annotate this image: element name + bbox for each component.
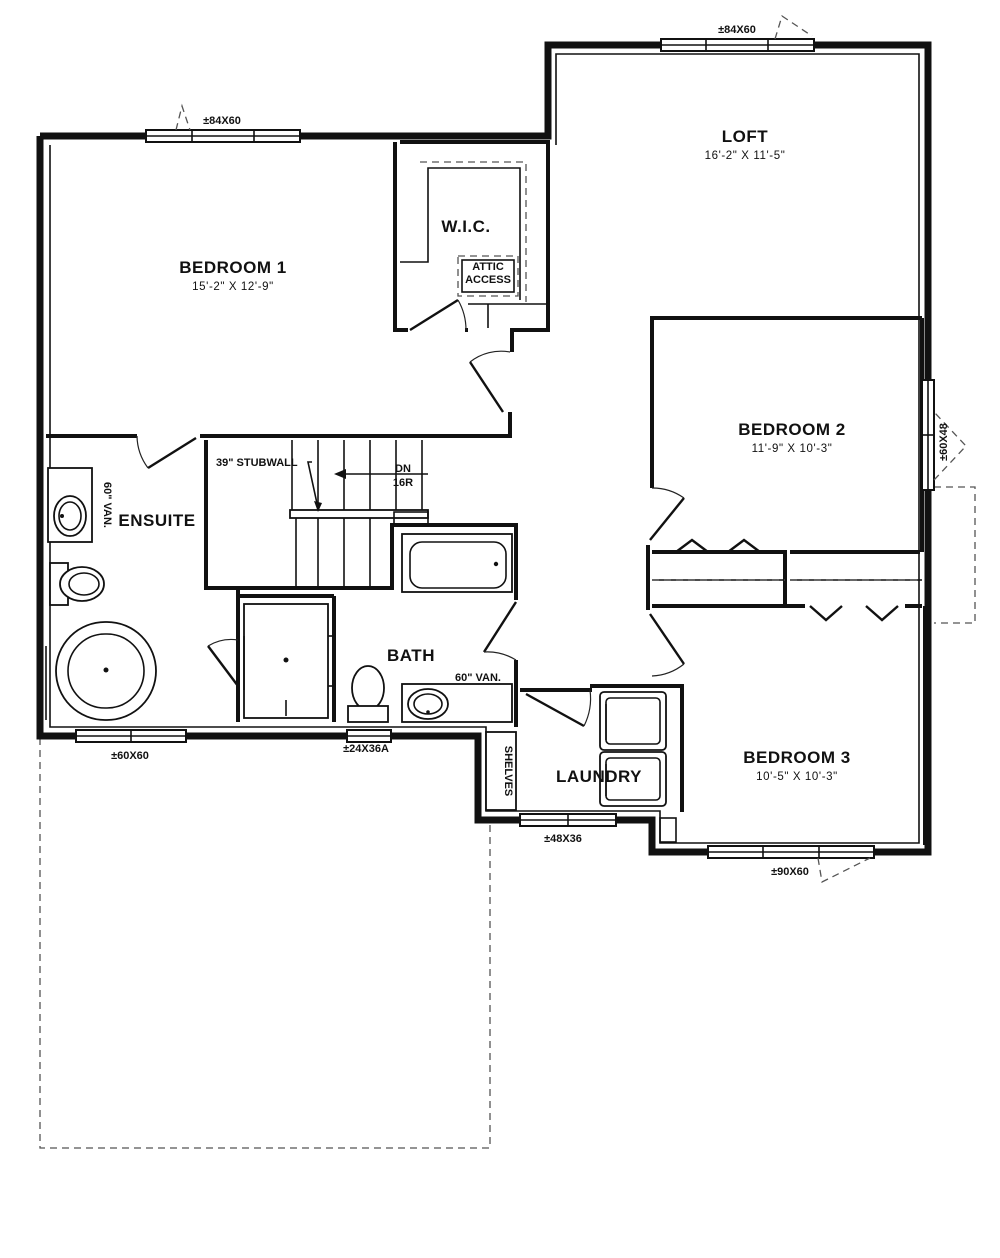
lower-floor-outline xyxy=(39,486,976,1149)
interior-walls xyxy=(46,140,927,845)
doors xyxy=(136,298,899,728)
dryer-icon xyxy=(599,751,667,807)
bath-toilet-icon xyxy=(347,665,389,723)
room-name-bath: BATH xyxy=(387,646,435,665)
bath-vanity-label: 60" VAN. xyxy=(455,672,501,684)
stair-treads-upper xyxy=(291,440,423,512)
windows xyxy=(75,14,967,883)
stair-risers-label: 16R xyxy=(393,477,413,489)
room-labels: BEDROOM 1 15'-2" X 12'-9" LOFT 16'-2" X … xyxy=(118,127,850,786)
window-label-bedroom1: ±84X60 xyxy=(203,115,241,127)
room-size-loft: 16'-2" X 11'-5" xyxy=(705,150,786,162)
stair-treads-lower xyxy=(295,518,371,588)
window-label-bedroom3: ±90X60 xyxy=(771,866,809,878)
shelves-label: SHELVES xyxy=(502,746,514,797)
window-loft xyxy=(660,38,815,52)
attic-access-label-line2: ACCESS xyxy=(465,274,511,286)
wic-shelving xyxy=(400,161,548,328)
bathtub-icon xyxy=(401,533,513,593)
room-name-ensuite: ENSUITE xyxy=(118,511,195,530)
room-name-bedroom1: BEDROOM 1 xyxy=(179,258,286,277)
window-label-bath: ±24X36A xyxy=(343,743,389,755)
room-name-laundry: LAUNDRY xyxy=(556,767,642,786)
ensuite-fixtures xyxy=(45,467,157,721)
washer-icon xyxy=(599,691,667,751)
window-bedroom1 xyxy=(145,129,301,143)
room-size-bedroom1: 15'-2" X 12'-9" xyxy=(192,281,274,293)
stubwall-label: 39" STUBWALL xyxy=(216,457,298,469)
ensuite-vanity-label: 60" VAN. xyxy=(101,482,113,528)
freestanding-tub-icon xyxy=(55,621,157,721)
ensuite-toilet-icon xyxy=(49,562,105,606)
room-name-bedroom2: BEDROOM 2 xyxy=(738,420,845,439)
room-name-loft: LOFT xyxy=(722,127,768,146)
staircase xyxy=(289,440,429,588)
shelves xyxy=(485,731,517,811)
attic-access-label-line1: ATTIC xyxy=(472,261,504,273)
window-label-ensuite: ±60X60 xyxy=(111,750,149,762)
stair-down-label: DN xyxy=(395,463,411,475)
shower-enclosure xyxy=(243,603,334,719)
window-label-bedroom2: ±60X48 xyxy=(938,423,950,461)
window-labels: ±84X60 ±84X60 ±60X48 ±60X60 ±24X36A ±48X… xyxy=(111,24,950,878)
room-size-bedroom2: 11'-9" X 10'-3" xyxy=(752,443,833,455)
bath-fixtures xyxy=(347,533,513,723)
window-label-loft: ±84X60 xyxy=(718,24,756,36)
room-name-bedroom3: BEDROOM 3 xyxy=(743,748,850,767)
window-bedroom3 xyxy=(707,845,875,859)
window-laundry xyxy=(519,813,617,827)
window-bedroom2 xyxy=(921,379,935,491)
window-bath xyxy=(346,729,392,743)
window-ensuite xyxy=(75,729,187,743)
room-name-wic: W.I.C. xyxy=(441,217,490,236)
laundry-fixtures xyxy=(485,691,667,811)
window-label-laundry: ±48X36 xyxy=(544,833,582,845)
plan-notes: ATTIC ACCESS 39" STUBWALL DN 16R 60" VAN… xyxy=(101,261,514,796)
room-size-bedroom3: 10'-5" X 10'-3" xyxy=(756,771,838,783)
